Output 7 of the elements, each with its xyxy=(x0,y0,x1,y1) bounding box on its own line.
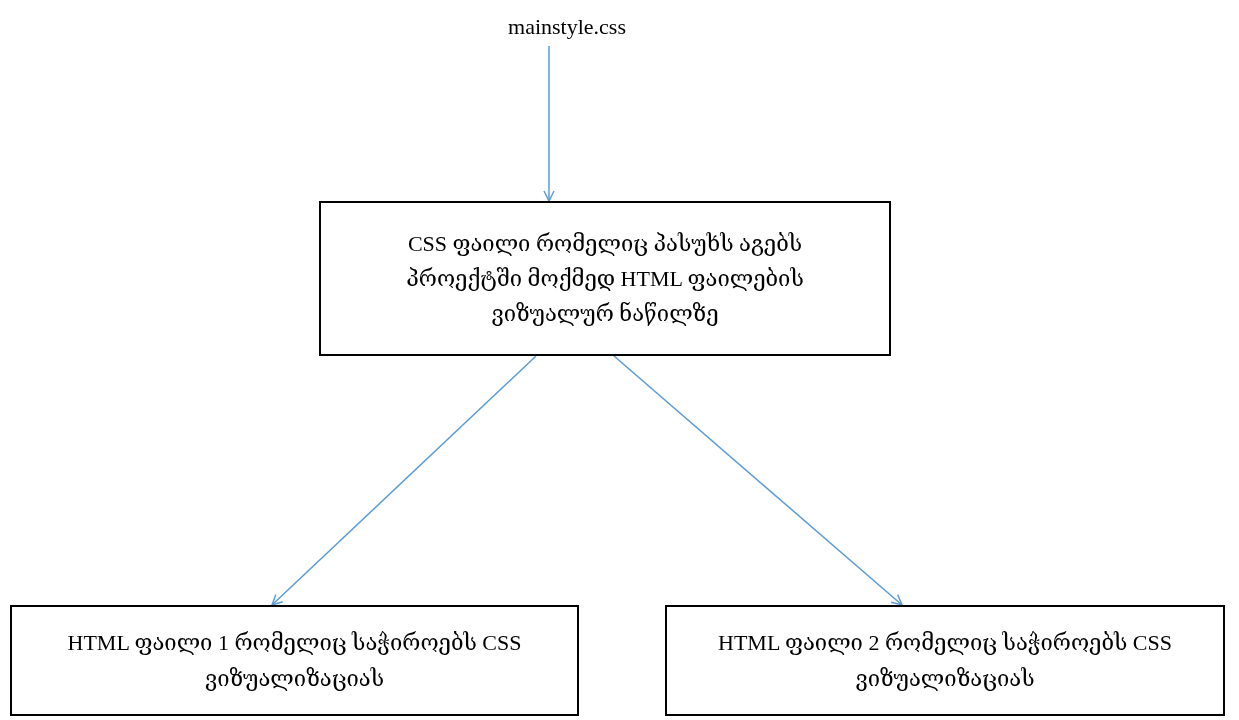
arrow xyxy=(543,45,555,202)
arrow xyxy=(271,355,537,606)
process-box: CSS ფაილი რომელიც პასუხს აგებს პროექტში მოქმედ HTML ფაილების ვიზუალურ ნაწილზე xyxy=(319,201,891,356)
arrow xyxy=(613,355,903,606)
process-box: HTML ფაილი 2 რომელიც საჭიროებს CSS ვიზუალიზაციას xyxy=(665,605,1225,716)
file-name-text: mainstyle.css xyxy=(467,6,667,46)
process-box: HTML ფაილი 1 რომელიც საჭიროებს CSS ვიზუალიზაციას xyxy=(10,605,579,716)
